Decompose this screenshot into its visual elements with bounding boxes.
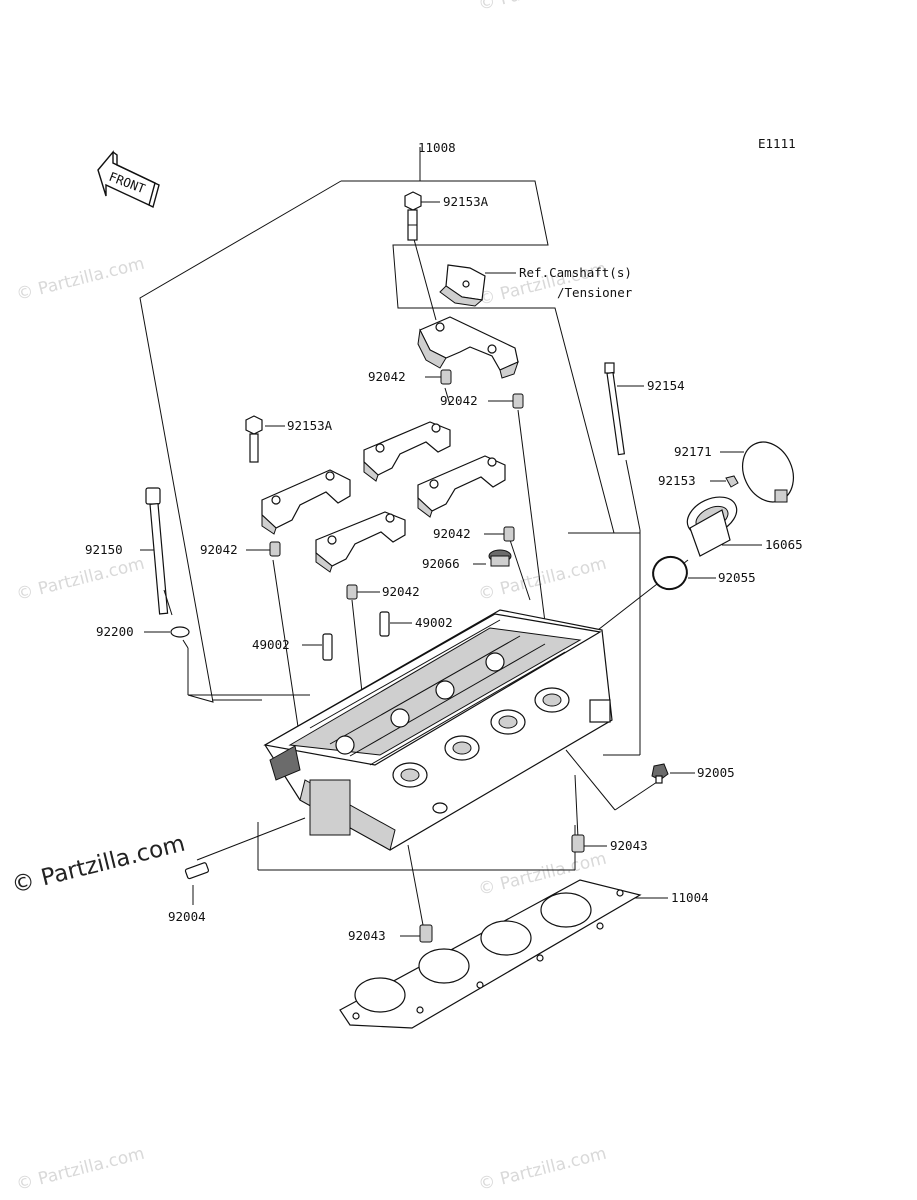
watermark: © Partzilla.com: [476, 1144, 608, 1195]
sensor-92005: [651, 763, 669, 784]
dowel-92042-c: [269, 541, 281, 557]
clamp-92171: [742, 441, 794, 503]
watermark-main: © Partzilla.com: [9, 831, 188, 899]
dowel-92042-a: [440, 369, 452, 385]
label-11008: 11008: [418, 140, 456, 155]
label-92055: 92055: [718, 570, 756, 585]
diagram-code: E1111: [758, 136, 796, 151]
dowel-92043-b: [419, 924, 433, 943]
label-92154: 92154: [647, 378, 685, 393]
camshaft-cap-4: [315, 511, 406, 573]
plug-92066: [488, 549, 512, 567]
label-ref-tensioner: /Tensioner: [557, 285, 633, 300]
camshaft-cap-3: [417, 455, 506, 518]
screw-92153: [725, 475, 739, 488]
watermark: © Partzilla.com: [476, 0, 608, 15]
watermark-group: © Partzilla.com © Partzilla.com © Partzi…: [9, 0, 608, 1195]
camshaft-cap-2: [363, 421, 451, 482]
label-92042-c: 92042: [200, 542, 238, 557]
label-92171: 92171: [674, 444, 712, 459]
dowel-92043-a: [571, 834, 585, 853]
label-49002-b: 49002: [252, 637, 290, 652]
label-92200: 92200: [96, 624, 134, 639]
dowel-92042-b: [512, 393, 524, 409]
label-92043-a: 92043: [610, 838, 648, 853]
label-92043-b: 92043: [348, 928, 386, 943]
o-ring-92055: [652, 555, 688, 591]
label-92004: 92004: [168, 909, 206, 924]
bolt-92150: [145, 487, 173, 616]
label-92153a-mid: 92153A: [287, 418, 333, 433]
label-11004: 11004: [671, 890, 709, 905]
label-49002-a: 49002: [415, 615, 453, 630]
assembly-boundary-lines: [139, 147, 641, 871]
label-92042-a: 92042: [368, 369, 406, 384]
washer-92200: [170, 626, 190, 638]
label-92153: 92153: [658, 473, 696, 488]
label-92042-b: 92042: [440, 393, 478, 408]
label-16065: 16065: [765, 537, 803, 552]
front-arrow-icon: FRONT: [97, 150, 160, 209]
camshaft-cap-top: [417, 316, 519, 379]
label-ref-camshaft: Ref.Camshaft(s): [519, 265, 632, 280]
head-gasket-11004: [339, 879, 642, 1029]
dowel-92042-e: [346, 584, 358, 600]
cylinder-head-11008: [263, 609, 613, 851]
holder-16065: [686, 496, 738, 557]
dowel-92042-d: [503, 526, 515, 542]
label-92042-e: 92042: [382, 584, 420, 599]
guide-49002-b: [379, 611, 390, 637]
bolt-92153a-top: [404, 191, 422, 241]
bolt-92154: [604, 362, 626, 456]
watermark: © Partzilla.com: [14, 254, 146, 305]
stud-92004: [184, 862, 210, 880]
camshaft-cap-1: [261, 469, 351, 535]
label-92005: 92005: [697, 765, 735, 780]
guide-49002-a: [322, 633, 333, 661]
label-92042-d: 92042: [433, 526, 471, 541]
label-92153a-top: 92153A: [443, 194, 489, 209]
camshaft-tensioner-bracket: [439, 264, 486, 307]
label-92150: 92150: [85, 542, 123, 557]
label-92066: 92066: [422, 556, 460, 571]
part-labels: 11008 92153A Ref.Camshaft(s) /Tensioner …: [85, 140, 803, 943]
bolt-92153a-mid: [245, 415, 263, 463]
watermark: © Partzilla.com: [14, 1144, 146, 1195]
leader-lines: [140, 201, 762, 937]
watermark: © Partzilla.com: [14, 554, 146, 605]
